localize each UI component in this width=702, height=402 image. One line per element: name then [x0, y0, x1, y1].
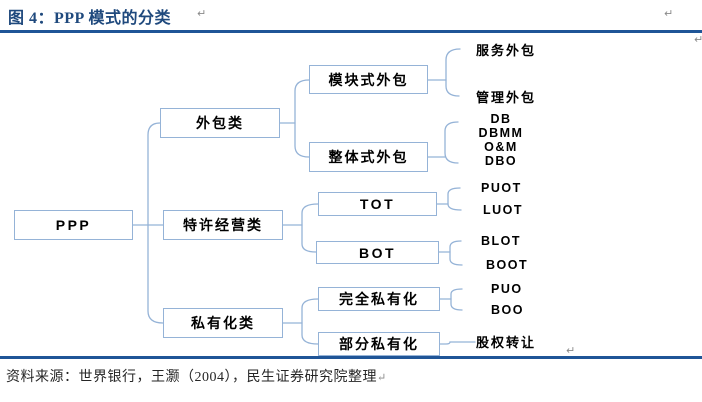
- leaf-boot: BOOT: [486, 258, 529, 272]
- paragraph-return-icon: ↵: [664, 7, 674, 20]
- leaf-puo: PUO: [491, 282, 523, 296]
- leaf-puot: PUOT: [481, 181, 522, 195]
- leaf-boo: BOO: [491, 303, 524, 317]
- node-tot: TOT: [318, 192, 437, 216]
- leaf-om: O&M: [484, 140, 518, 154]
- paragraph-return-icon: ↵: [377, 372, 387, 384]
- bottom-divider: [0, 356, 702, 359]
- figure-title: 图 4：PPP 模式的分类: [8, 10, 171, 27]
- leaf-management-outsourcing: 管理外包: [476, 89, 537, 105]
- leaf-luot: LUOT: [483, 203, 524, 217]
- leaf-group-integral-acronyms: DB DBMM O&M DBO: [468, 112, 534, 168]
- paragraph-return-icon: ↵: [566, 344, 576, 357]
- node-outsourcing-category: 外包类: [160, 108, 280, 138]
- paragraph-return-icon: ↵: [694, 33, 702, 46]
- leaf-equity-transfer: 股权转让: [476, 334, 537, 350]
- node-franchise-category: 特许经营类: [163, 210, 283, 240]
- leaf-blot: BLOT: [481, 234, 522, 248]
- node-full-privatization: 完全私有化: [318, 287, 440, 311]
- source-note: 资料来源：世界银行，王灏（2004），民生证券研究院整理↵: [6, 366, 387, 386]
- leaf-db: DB: [490, 112, 512, 126]
- leaf-service-outsourcing: 服务外包: [476, 42, 537, 58]
- node-ppp-root: PPP: [14, 210, 133, 240]
- node-bot: BOT: [316, 241, 439, 264]
- node-modular-outsourcing: 模块式外包: [309, 65, 428, 94]
- paragraph-return-icon: ↵: [197, 7, 207, 20]
- node-integral-outsourcing: 整体式外包: [309, 142, 428, 172]
- node-partial-privatization: 部分私有化: [318, 332, 440, 356]
- top-divider: [0, 30, 702, 33]
- leaf-dbo: DBO: [484, 154, 518, 168]
- source-note-text: 资料来源：世界银行，王灏（2004），民生证券研究院整理: [6, 370, 377, 385]
- node-privatization-category: 私有化类: [163, 308, 283, 338]
- leaf-dbmm: DBMM: [478, 126, 524, 140]
